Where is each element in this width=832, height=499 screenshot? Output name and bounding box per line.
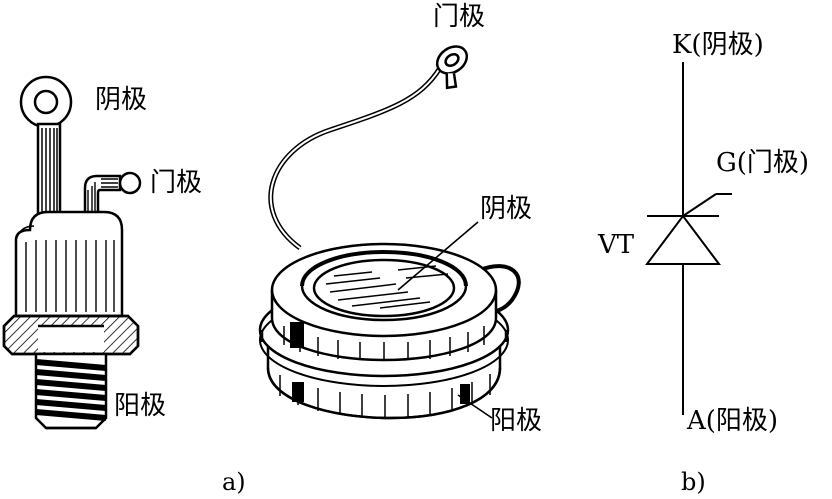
symbol-diode-triangle xyxy=(645,214,721,265)
disc-cathode-leader xyxy=(397,221,479,291)
cathode-ring-terminal xyxy=(19,75,73,129)
gate-lead xyxy=(83,174,122,217)
cathode-lead xyxy=(36,122,62,216)
symbol-gate-label: G(门极) xyxy=(716,148,810,178)
disc-cathode-label: 阴极 xyxy=(480,194,533,224)
stud-gate-label: 门极 xyxy=(150,168,203,198)
stud-anode-label: 阳极 xyxy=(114,391,167,421)
disc-anode-leader xyxy=(457,394,493,419)
caption-a: a) xyxy=(222,468,246,496)
stud-cathode-label: 阴极 xyxy=(95,85,148,115)
stud-housing xyxy=(14,210,124,318)
cathode-ring-hole xyxy=(33,89,59,115)
symbol-anode-label: A(阳极) xyxy=(687,406,779,436)
disc-thyristor xyxy=(258,45,521,420)
symbol-cathode-label: K(阴极) xyxy=(672,30,764,60)
disc-cathode-face xyxy=(312,258,456,318)
symbol-gate-lead xyxy=(682,193,717,217)
symbol-device-label: VT xyxy=(598,230,635,260)
gate-terminal-ball xyxy=(118,171,142,195)
disc-anode-label: 阳极 xyxy=(490,406,543,436)
thyristor-symbol xyxy=(645,62,732,415)
disc-gate-terminal xyxy=(435,45,469,90)
caption-b: b) xyxy=(681,468,706,496)
stud-thyristor xyxy=(2,75,142,430)
disc-gate-label: 门极 xyxy=(433,2,486,32)
stud-hex-base xyxy=(2,314,140,356)
stud-thread xyxy=(34,352,108,430)
